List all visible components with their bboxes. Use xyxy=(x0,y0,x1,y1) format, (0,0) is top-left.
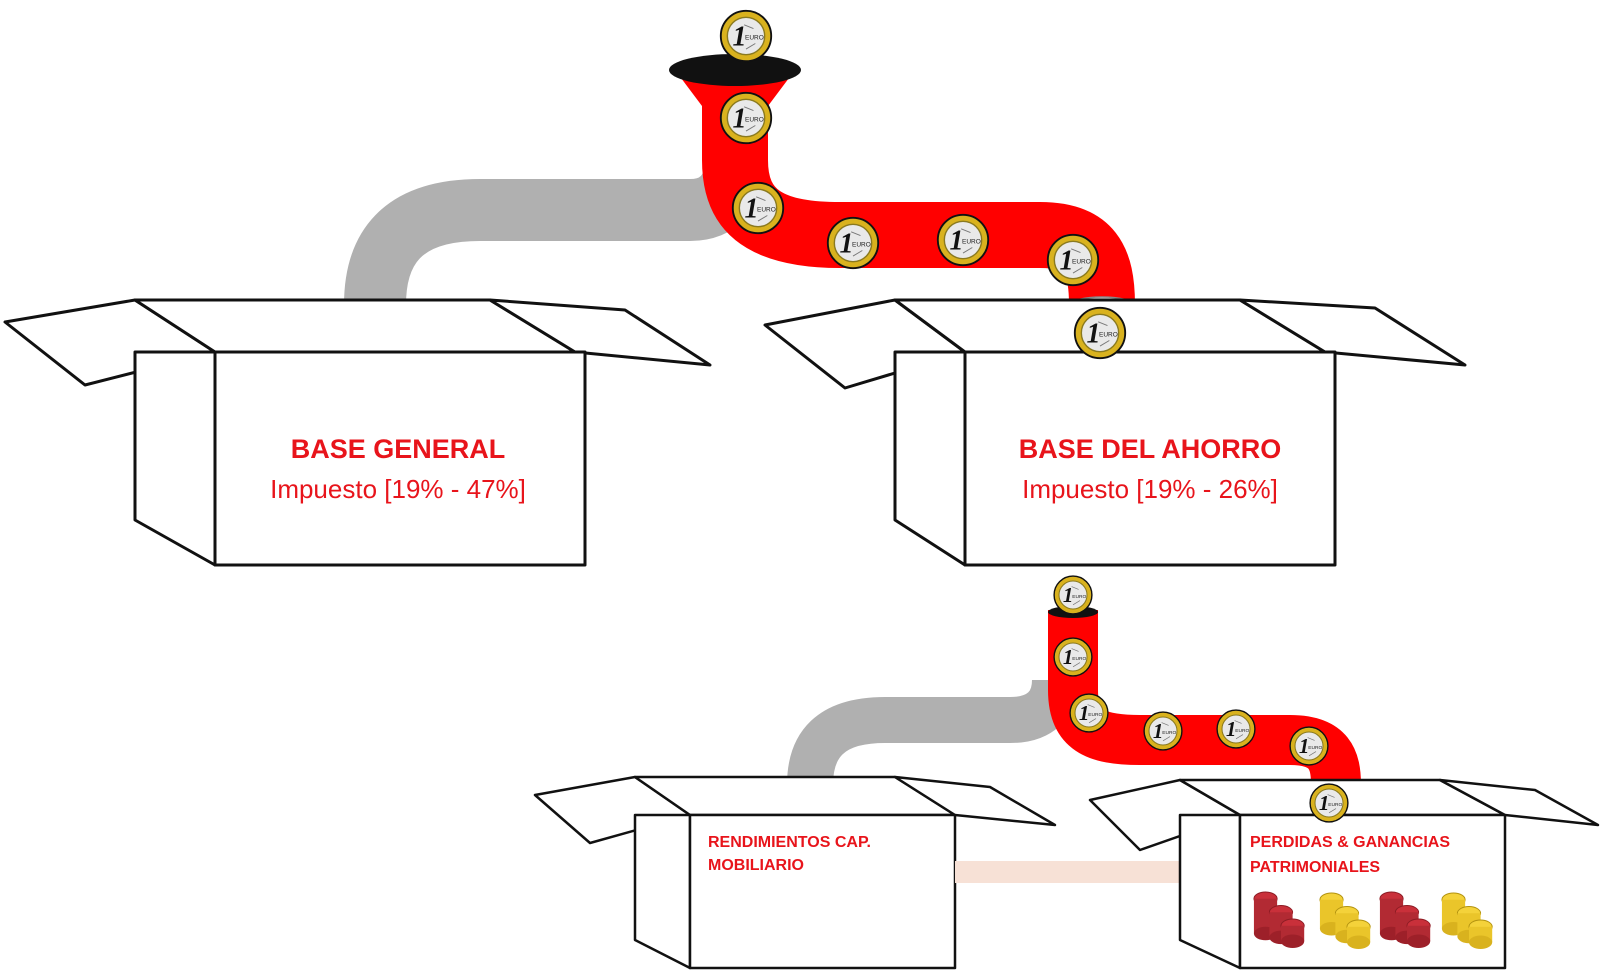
euro-coin-icon xyxy=(719,9,773,63)
base-general-title: BASE GENERAL xyxy=(291,434,506,464)
box-flap-right xyxy=(893,775,1057,827)
perdidas-label-line1: PERDIDAS & GANANCIAS xyxy=(1250,834,1450,851)
perdidas-label-line2: PATRIMONIALES xyxy=(1250,859,1380,876)
euro-coin-icon xyxy=(826,216,880,270)
funnel-opening xyxy=(669,54,801,86)
euro-coin-icon xyxy=(1069,693,1109,733)
euro-coin-icon xyxy=(1216,709,1256,749)
box-flap-right xyxy=(1438,778,1600,827)
rendimientos-label-line2: MOBILIARIO xyxy=(708,857,804,874)
box-side-face xyxy=(1178,813,1242,970)
box-base-general xyxy=(3,298,712,567)
euro-coin-icon xyxy=(1309,783,1349,823)
euro-coin-icon xyxy=(719,91,773,145)
euro-coin-icon xyxy=(1289,726,1329,766)
box-front-face xyxy=(963,350,1337,567)
box-front-face xyxy=(688,813,957,970)
box-flap-right xyxy=(1238,298,1467,367)
euro-coin-icon xyxy=(731,181,785,235)
box-base-ahorro xyxy=(763,298,1467,567)
box-side-face xyxy=(893,350,967,567)
euro-coin-icon xyxy=(1053,637,1093,677)
rendimientos-label-line1: RENDIMIENTOS CAP. xyxy=(708,834,871,851)
base-ahorro-title: BASE DEL AHORRO xyxy=(1019,434,1282,464)
euro-coin-icon xyxy=(936,213,990,267)
box-side-face xyxy=(633,813,692,970)
box-side-face xyxy=(133,350,217,567)
box-front-face xyxy=(213,350,587,567)
euro-coin-icon xyxy=(1046,233,1100,287)
euro-coin-icon xyxy=(1143,711,1183,751)
base-general-subtitle: Impuesto [19% - 47%] xyxy=(270,474,526,504)
euro-coin-icon xyxy=(1053,575,1093,615)
euro-coin-icon xyxy=(1073,306,1127,360)
base-ahorro-subtitle: Impuesto [19% - 26%] xyxy=(1022,474,1278,504)
grey-pipe-base-general xyxy=(344,162,766,317)
box-rendimientos xyxy=(533,775,1057,970)
box-flap-right xyxy=(488,298,712,367)
